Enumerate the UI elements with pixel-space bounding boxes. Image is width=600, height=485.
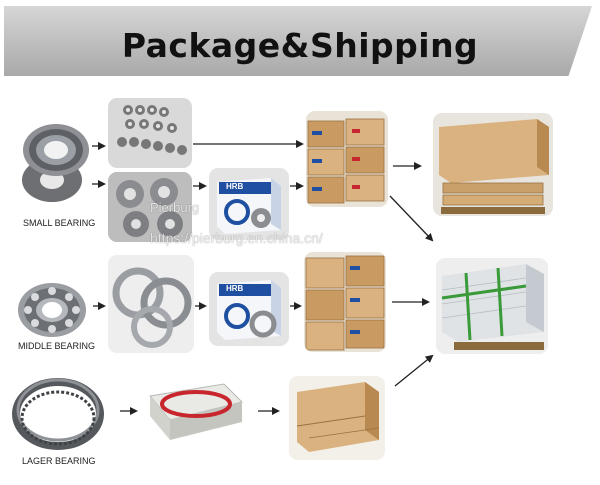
arrow-cartons-to-wrapped <box>390 196 432 240</box>
arrow-carton-to-wrapped <box>395 356 432 386</box>
watermark-name: Pierburg <box>150 200 199 215</box>
watermark-url: https://pierburg.en.china.cn/ <box>150 230 323 246</box>
